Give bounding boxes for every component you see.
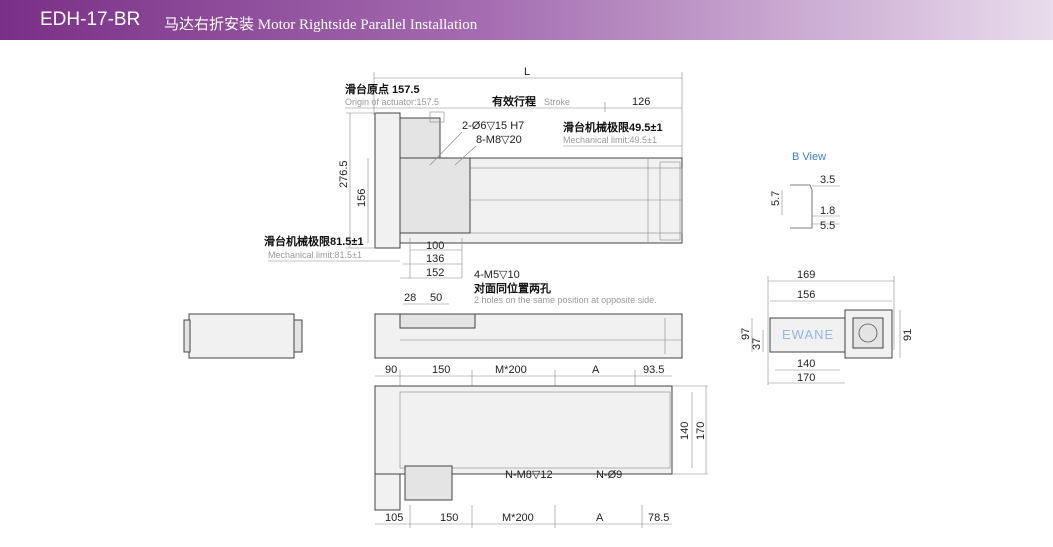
opposite-cn: 对面同位置两孔 [474,281,551,295]
mech-right-cn: 滑台机械极限49.5±1 [563,120,663,134]
title-bar: EDH-17-BR 马达右折安装 Motor Rightside Paralle… [0,0,1053,40]
b-view: B View 3.5 5.7 1.8 5.5 [770,151,840,232]
slider-carriage [399,157,471,234]
dim-bot-150: 150 [440,512,458,524]
motor-block [399,117,441,159]
top-view: L 滑台原点 157.5 Origin of actuator:157.5 有效… [264,66,683,305]
origin-en: Origin of actuator:157.5 [345,97,439,107]
b-dim-3-5: 3.5 [820,174,835,186]
dim-28: 28 [404,292,416,304]
dim-bot-a: A [596,512,604,524]
page-title: 马达右折安装 Motor Rightside Parallel Installa… [164,17,478,33]
dim-50: 50 [430,292,442,304]
dim-170: 170 [695,422,707,440]
end-view: 169 156 EWANE 97 37 91 140 170 [740,269,914,385]
dim-bot-78-5: 78.5 [648,512,669,524]
stroke-en: Stroke [544,97,570,107]
dim-126: 126 [632,96,650,108]
label-n-m8: N-M8▽12 [505,469,553,481]
dim-top-a: A [592,364,600,376]
origin-cn: 滑台原点 157.5 [345,82,420,96]
dim-L: L [524,66,530,78]
dim-140: 140 [679,422,691,440]
dim-top-93-5: 93.5 [643,364,664,376]
dim-top-90: 90 [385,364,397,376]
bottom-view: 90 150 M*200 A 93.5 140 170 N-M8▽12 N-Ø9… [374,364,708,528]
side-view: 28 50 [374,292,683,359]
opposite-en: 2 holes on the same position at opposite… [474,295,657,305]
mech-right-en: Mechanical limit:49.5±1 [563,135,657,145]
hole-m5: 4-M5▽10 [474,269,520,281]
dim-bot-m200: M*200 [502,512,534,524]
model-code: EDH-17-BR [40,9,141,30]
end-dim-140: 140 [797,358,815,370]
dim-156: 156 [356,189,368,207]
mech-left-en: Mechanical limit:81.5±1 [268,250,362,260]
dim-136: 136 [426,253,444,265]
b-view-title: B View [792,151,826,163]
end-dim-91: 91 [902,329,914,341]
dim-100: 100 [426,240,444,252]
end-dim-97: 97 [740,328,752,340]
hole-pin: 2-Ø6▽15 H7 [462,120,524,132]
dim-top-150: 150 [432,364,450,376]
left-end-view [183,313,303,359]
dim-152: 152 [426,267,444,279]
dim-276-5: 276.5 [338,160,350,188]
hole-m8: 8-M8▽20 [476,134,522,146]
end-dim-156: 156 [797,289,815,301]
stroke-cn: 有效行程 [492,94,536,108]
label-n-9: N-Ø9 [596,469,622,481]
end-dim-169: 169 [797,269,815,281]
watermark: EWANE [782,327,834,342]
end-dim-170: 170 [797,372,815,384]
dim-top-m200: M*200 [495,364,527,376]
motor-housing [374,112,401,249]
b-dim-5-7: 5.7 [770,191,782,206]
b-dim-5-5: 5.5 [820,220,835,232]
end-dim-37: 37 [751,338,763,350]
b-dim-1-8: 1.8 [820,205,835,217]
mech-left-cn: 滑台机械极限81.5±1 [264,234,364,248]
dim-bot-105: 105 [385,512,403,524]
